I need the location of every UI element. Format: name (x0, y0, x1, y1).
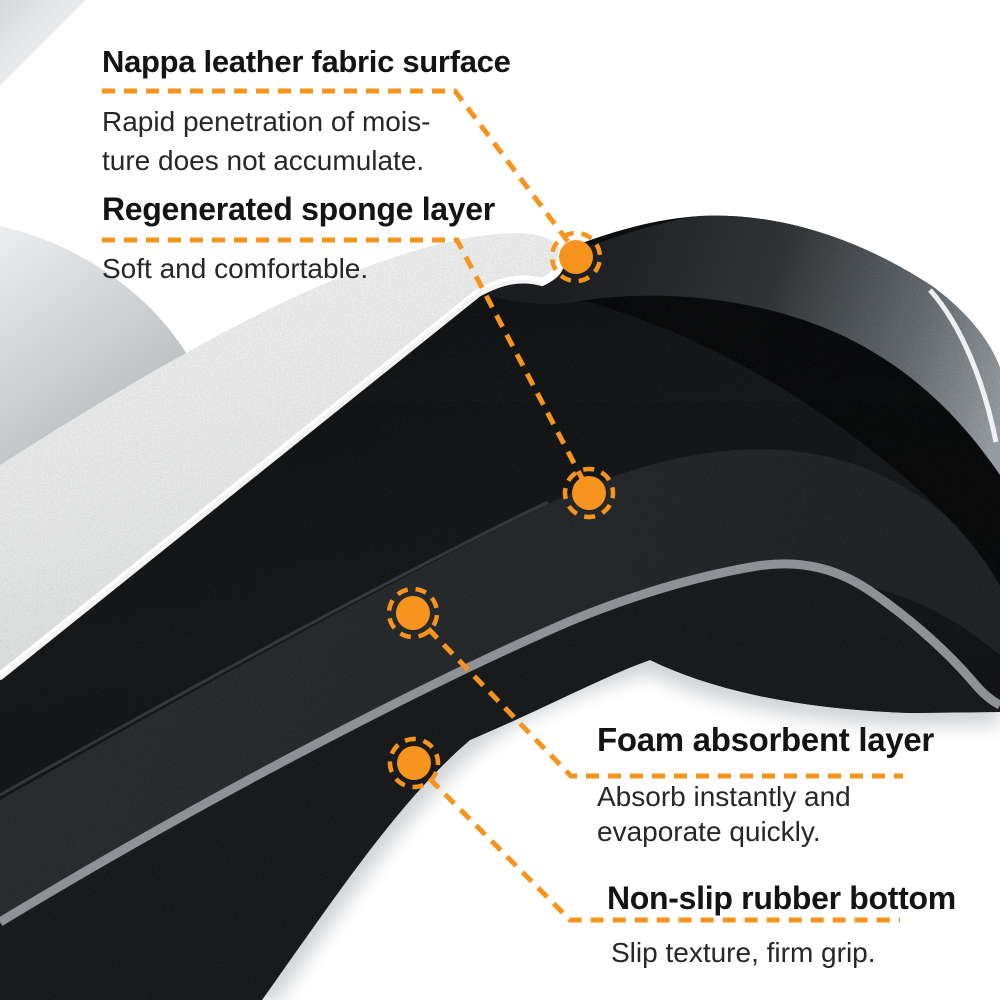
corner-shade-wedge (0, 0, 86, 86)
callout-body-line: ture does not accumulate. (102, 145, 425, 176)
connector-line-foam-layer (411, 611, 903, 779)
connector-line-rubber-bottom (412, 761, 900, 923)
fabric-bright-edge (0, 248, 567, 680)
callout-connectors (102, 88, 903, 923)
connector-line-sponge-layer (102, 237, 589, 488)
marker-dot-icon (397, 746, 431, 780)
marker-dot-icon (559, 240, 593, 274)
marker-ring-icon (386, 586, 440, 640)
marker-foam-layer (386, 586, 440, 640)
marker-fabric-surface (549, 230, 603, 284)
callout-body-line: Slip texture, firm grip. (611, 937, 876, 968)
callout-title-foam-layer: Foam absorbent layer (597, 721, 934, 758)
callout-body-fabric-surface: Rapid penetration of mois- ture does not… (102, 102, 430, 180)
bottom-edge-stripe (0, 559, 1000, 926)
callout-body-rubber-bottom: Slip texture, firm grip. (611, 935, 876, 970)
marker-sponge-layer (562, 466, 616, 520)
marker-rubber-bottom (387, 736, 441, 790)
callout-body-foam-layer: Absorb instantly and evaporate quickly. (597, 779, 851, 849)
callout-body-sponge-layer: Soft and comfortable. (102, 251, 368, 287)
callout-title-fabric-surface: Nappa leather fabric surface (102, 44, 511, 79)
callout-title-sponge-layer: Regenerated sponge layer (102, 191, 495, 227)
callout-body-line: Rapid penetration of mois- (102, 106, 431, 137)
rolled-edge-highlight (928, 288, 999, 443)
marker-ring-icon (549, 230, 603, 284)
marker-dot-icon (572, 476, 606, 510)
marker-ring-icon (387, 736, 441, 790)
callout-title-rubber-bottom: Non-slip rubber bottom (607, 880, 956, 916)
callout-body-line: Soft and comfortable. (102, 253, 369, 284)
callout-body-line: Absorb instantly and (597, 781, 851, 812)
layer-markers (386, 230, 616, 790)
marker-dot-icon (396, 596, 430, 630)
marker-ring-icon (562, 466, 616, 520)
connector-line-fabric-surface (102, 88, 574, 249)
callout-body-line: evaporate quickly. (597, 816, 821, 847)
